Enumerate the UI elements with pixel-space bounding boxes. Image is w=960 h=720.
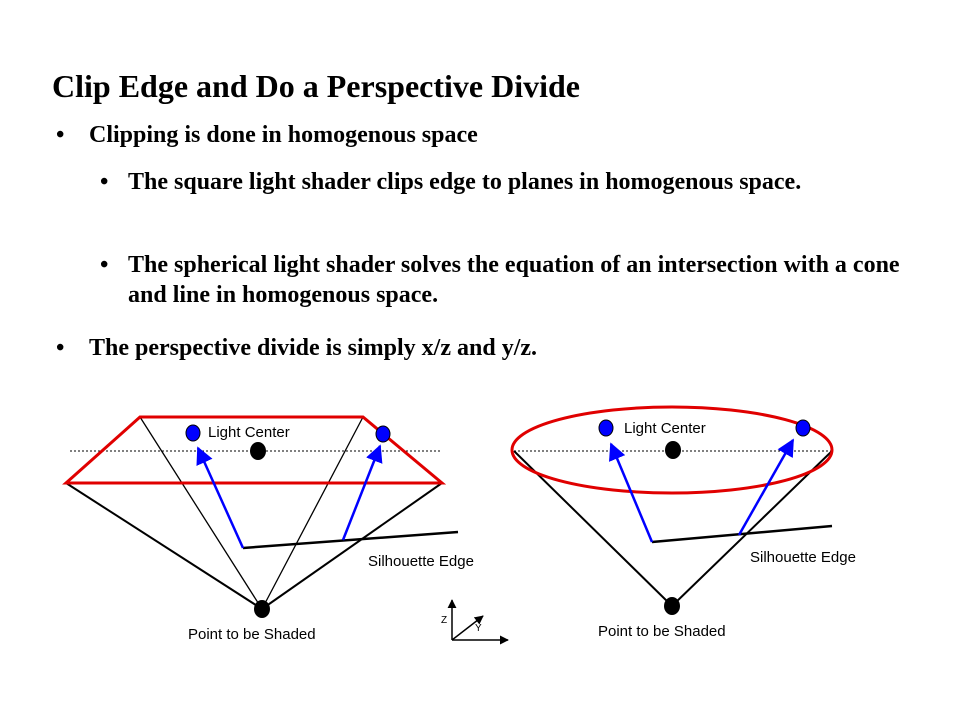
axis-indicator: Z Y [441, 599, 509, 645]
light-sample-dot [375, 425, 391, 443]
blue-ray [196, 446, 245, 549]
bullet-text: The spherical light shader solves the eq… [128, 252, 900, 308]
shaded-point-dot [664, 597, 680, 615]
bullet-marker: • [100, 252, 109, 278]
y-axis [451, 615, 484, 641]
light-center-dot [250, 442, 266, 460]
square-light-outline [62, 415, 447, 485]
light-sample-dot [598, 419, 614, 437]
shaded-point-dot [254, 600, 270, 618]
light-center-dot [665, 441, 681, 459]
bullet-item: • The spherical light shader solves the … [100, 250, 920, 310]
y-axis-label: Y [475, 623, 482, 634]
bullet-text: The perspective divide is simply x/z and… [89, 335, 538, 361]
point-label: Point to be Shaded [598, 623, 726, 640]
blue-ray [341, 444, 383, 541]
slide-title: Clip Edge and Do a Perspective Divide [52, 68, 580, 104]
cone-line [671, 450, 833, 607]
cone-line [261, 416, 364, 610]
square-light-diagram: Light Center Silhouette Edge Point to be… [62, 415, 474, 643]
silhouette-edge-label: Silhouette Edge [368, 553, 474, 570]
light-center-label: Light Center [208, 424, 290, 441]
spherical-light-outline [510, 405, 834, 495]
blue-ray [737, 438, 795, 536]
silhouette-edge-label: Silhouette Edge [750, 549, 856, 566]
spherical-light-diagram: Light Center Silhouette Edge Point to be… [510, 405, 856, 640]
light-center-label: Light Center [624, 420, 706, 437]
bullet-list: • Clipping is done in homogenous space •… [56, 122, 920, 361]
bullet-item: • The square light shader clips edge to … [100, 167, 920, 197]
light-sample-dot [185, 424, 201, 442]
point-label: Point to be Shaded [188, 626, 316, 643]
bullet-marker: • [100, 169, 109, 195]
silhouette-edge-line [651, 524, 833, 544]
cone-line [139, 416, 263, 610]
bullet-text: Clipping is done in homogenous space [89, 122, 478, 148]
bullet-marker: • [56, 122, 65, 148]
cone-line [261, 482, 443, 610]
bullet-marker: • [56, 335, 65, 361]
cone-line [65, 482, 263, 610]
cone-line [513, 450, 673, 607]
blue-ray [609, 442, 654, 543]
z-axis-label: Z [441, 615, 447, 626]
bullet-text: The square light shader clips edge to pl… [128, 169, 802, 195]
light-sample-dot [795, 419, 811, 437]
silhouette-edge-line [242, 530, 459, 550]
